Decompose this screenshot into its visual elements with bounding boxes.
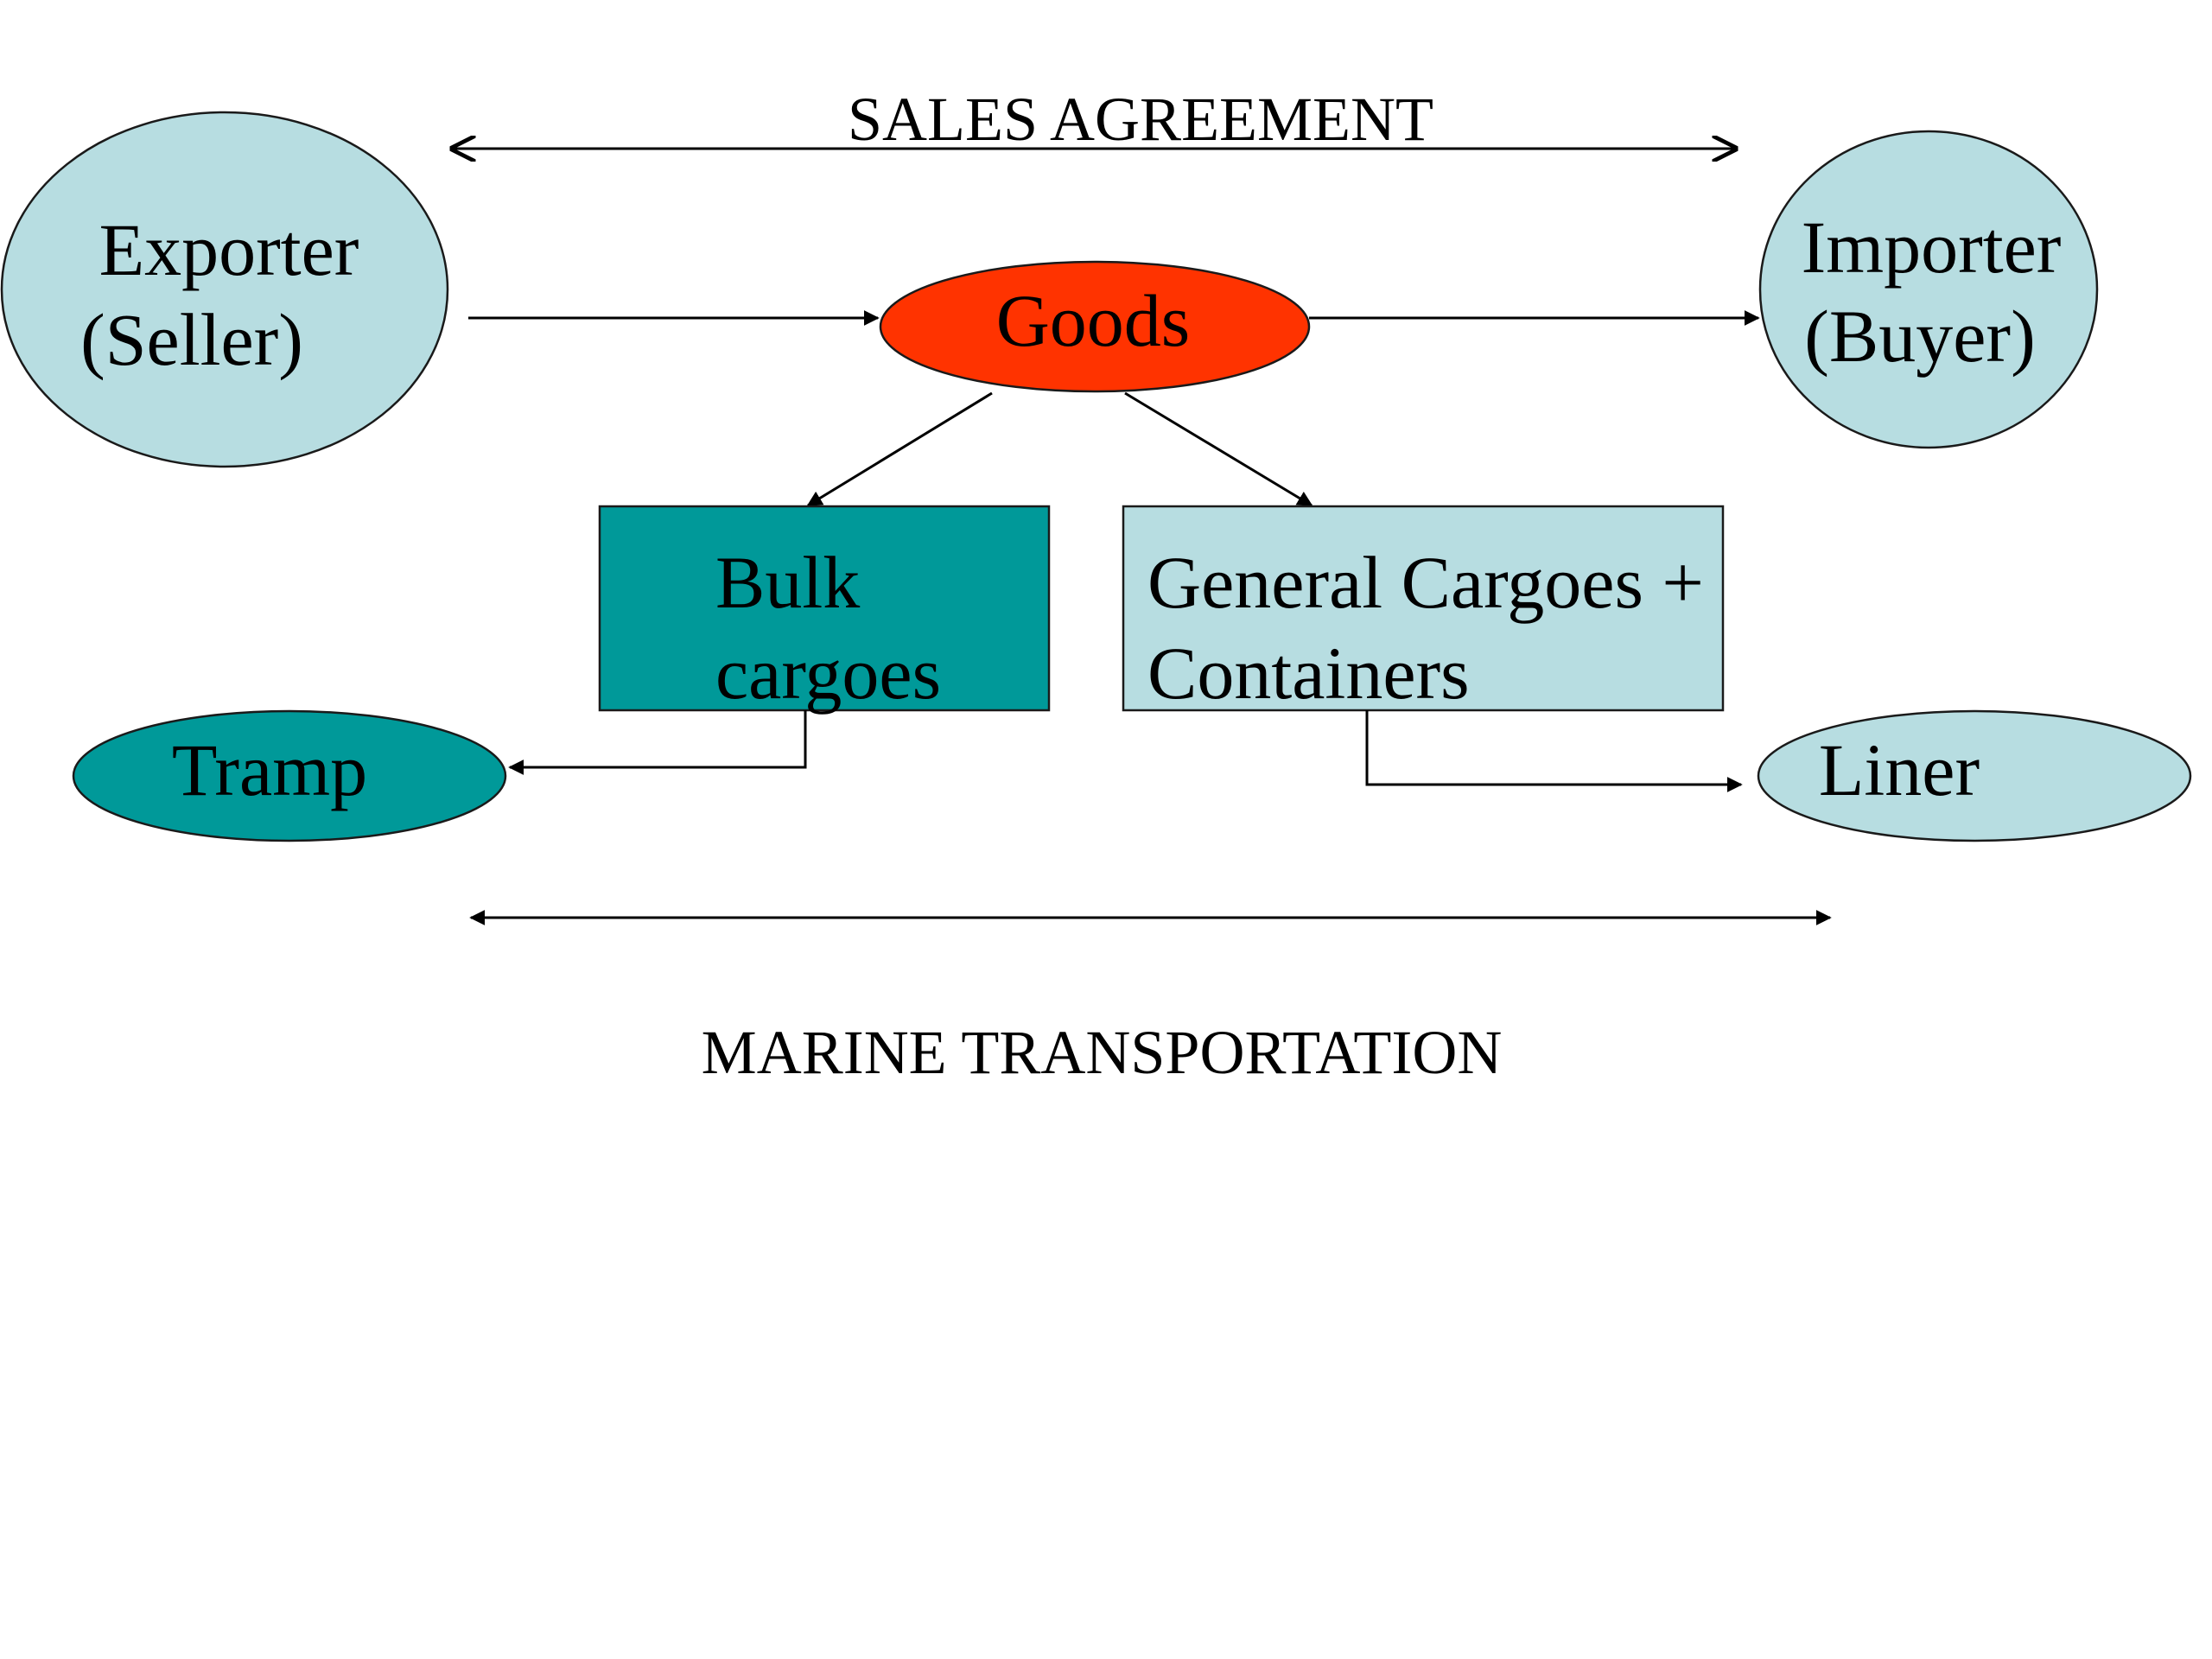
bulk-to-tramp-arrow xyxy=(508,710,807,775)
goods-ellipse xyxy=(879,260,1311,393)
bulk-cargoes-box xyxy=(598,505,1051,712)
general-label-line2: Containers xyxy=(1147,632,1470,715)
marine-transportation-label: MARINE TRANSPORTATION xyxy=(702,1018,1503,1087)
general-label-line1: General Cargoes + xyxy=(1147,541,1704,624)
exporter-label-line1: Exporter xyxy=(99,208,359,291)
tramp-node: Tramp xyxy=(72,709,507,842)
importer-ellipse xyxy=(1758,130,2099,449)
sales-agreement-label: SALES AGREEMENT xyxy=(848,85,1433,154)
bulk-label-line1: Bulk xyxy=(715,541,860,624)
general-cargoes-node: General Cargoes + Containers xyxy=(1122,505,1725,715)
liner-node: Liner xyxy=(1757,709,2192,842)
importer-label-line1: Importer xyxy=(1802,206,2062,289)
liner-label: Liner xyxy=(1819,728,1980,811)
liner-ellipse xyxy=(1757,709,2192,842)
goods-label: Goods xyxy=(996,279,1191,362)
exporter-label-line2: (Seller) xyxy=(80,298,303,381)
importer-label-line2: (Buyer) xyxy=(1804,295,2035,378)
goods-to-bulk-arrow xyxy=(806,391,993,507)
tramp-ellipse xyxy=(72,709,507,842)
exporter-node: Exporter (Seller) xyxy=(0,111,449,468)
general-cargoes-box xyxy=(1122,505,1725,712)
bulk-cargoes-node: Bulk cargoes xyxy=(598,505,1051,715)
exporter-ellipse xyxy=(0,111,449,468)
tramp-label: Tramp xyxy=(172,728,367,811)
goods-to-general-arrow xyxy=(1124,391,1313,507)
general-to-liner-arrow xyxy=(1365,710,1743,792)
importer-node: Importer (Buyer) xyxy=(1758,130,2099,449)
goods-node: Goods xyxy=(879,260,1311,393)
bulk-label-line2: cargoes xyxy=(715,632,941,715)
